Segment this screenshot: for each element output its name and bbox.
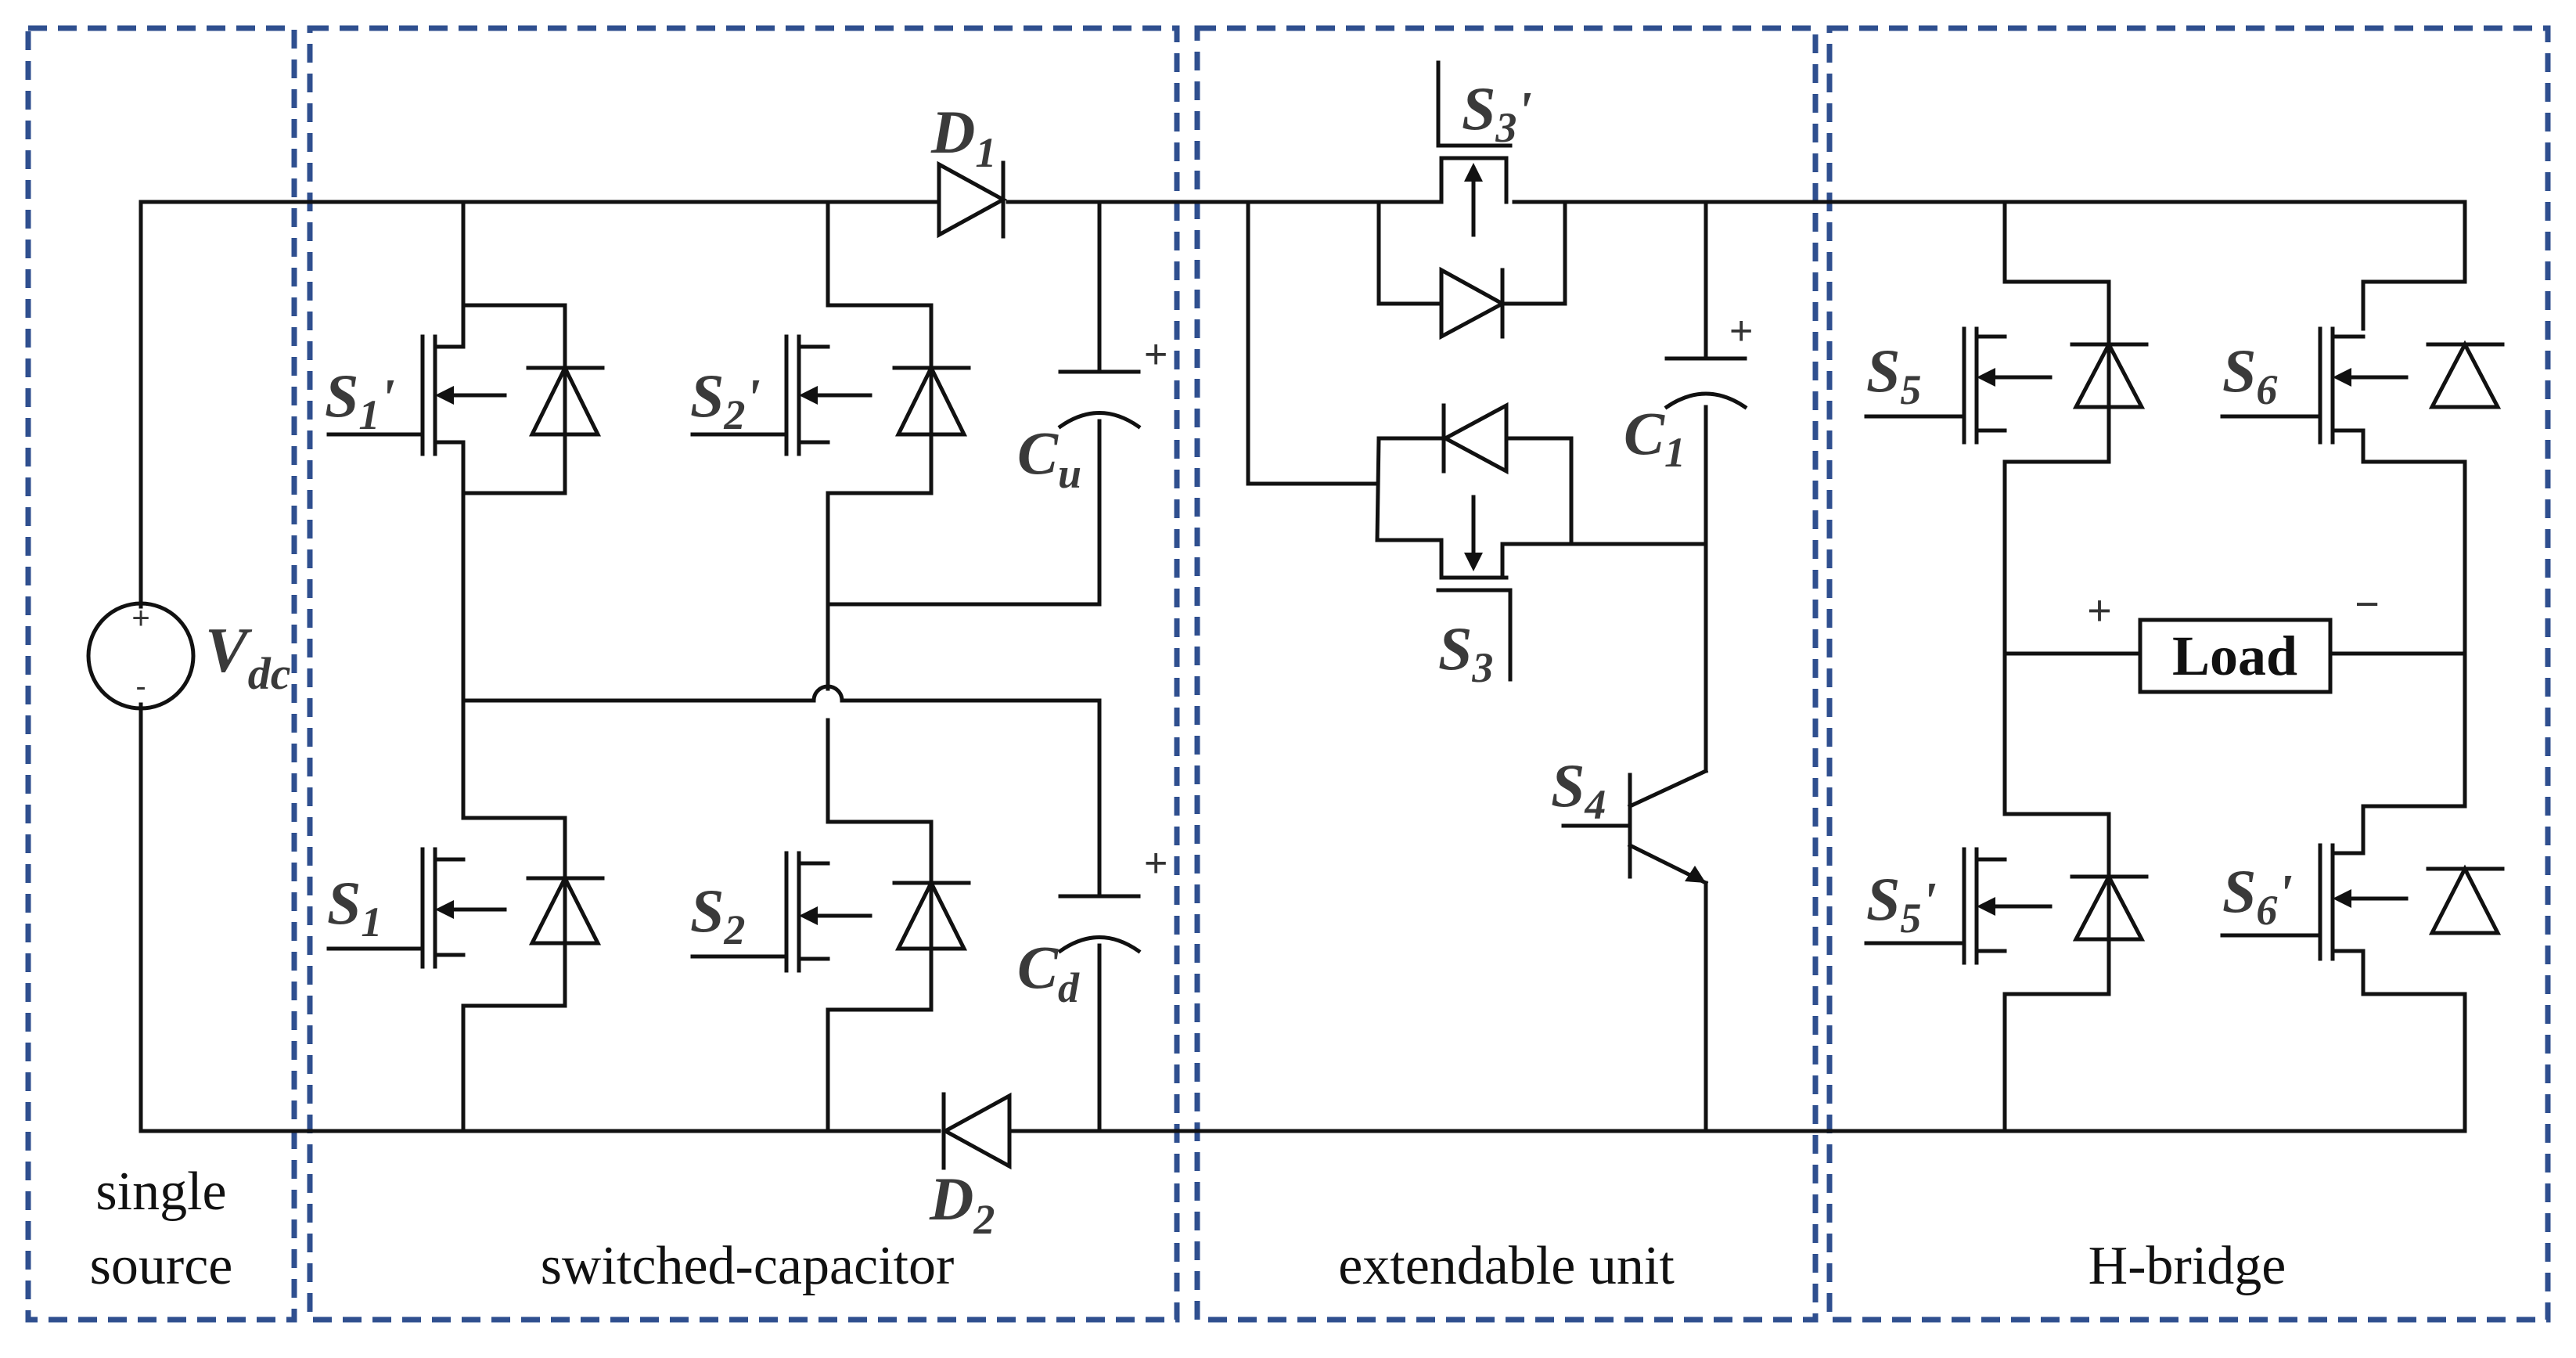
switch-s6 [2220,279,2505,464]
s3-label: S3 [1438,614,1493,691]
d1-label: D1 [930,98,996,176]
switched-capacitor-wires [461,200,1102,1133]
switch-s3-prime [1436,60,1513,340]
cu-label: Cu [1017,419,1081,497]
cd-plus: + [1144,841,1167,886]
switch-s2-prime [690,303,971,495]
h-bridge-region [1826,25,2551,1323]
source-plus-sign: + [131,601,149,636]
s1-prime-label: S1' [325,362,395,438]
capacitor-cu: + [1057,332,1167,430]
single-source-caption-line1: single [95,1162,226,1222]
d2-label: D2 [929,1165,995,1243]
load-label: Load [2172,625,2297,687]
switch-s1-prime [326,303,605,495]
extendable-unit-region [1194,25,1819,1323]
switch-s3 [1436,402,1513,682]
switched-capacitor-caption: switched-capacitor [541,1236,955,1296]
region-boxes [25,25,2551,1323]
cd-label: Cd [1017,933,1080,1011]
switch-s6-prime [2220,804,2505,996]
rails [139,200,2467,1133]
capacitor-c1: + [1664,308,1753,410]
s2-label: S2 [690,877,745,953]
s5-label: S5 [1866,337,1921,413]
s2-prime-label: S2' [690,362,761,438]
switch-s5 [1864,279,2149,464]
switched-capacitor-region [307,25,1180,1323]
load-minus: − [2355,581,2380,628]
s6-label: S6 [2222,337,2277,413]
dc-source: + - Vdc [86,200,290,1133]
h-bridge-wires [2002,200,2467,1133]
extendable-unit-caption: extendable unit [1338,1236,1675,1296]
switch-s5-prime [1864,812,2149,996]
s5-prime-label: S5' [1866,865,1937,942]
c1-plus: + [1729,308,1753,354]
s4-label: S4 [1551,751,1606,828]
single-source-caption-line2: source [90,1236,233,1296]
load-plus: + [2087,587,2112,634]
s3-prime-label: S3' [1462,74,1532,151]
diode-d1 [937,160,1008,239]
load-box: Load + − [2087,581,2380,694]
switch-s2 [690,819,971,1012]
source-minus-sign: - [135,669,146,704]
c1-label: C1 [1624,399,1686,476]
diode-d2 [941,1092,1012,1170]
s1-label: S1 [327,869,382,946]
switch-s1 [326,816,605,1008]
switch-s4-transistor [1561,768,1709,886]
cu-plus: + [1144,332,1167,377]
extendable-unit-wires [1246,200,1708,1133]
source-label: Vdc [205,614,290,699]
single-source-region [25,25,297,1323]
h-bridge-caption: H-bridge [2089,1236,2286,1296]
s6-prime-label: S6' [2222,857,2293,934]
capacitor-cd: + [1057,841,1167,954]
